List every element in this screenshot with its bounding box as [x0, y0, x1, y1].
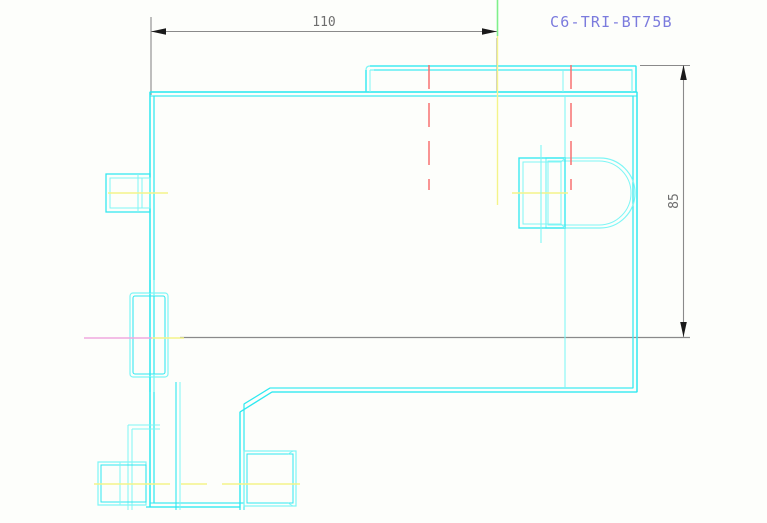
bottom-right-boss: [243, 450, 297, 507]
width-dimension-text: 110: [312, 15, 335, 30]
arrowhead-left-icon: [151, 28, 166, 35]
part-label: C6-TRI-BT75B: [550, 13, 673, 31]
arrowhead-bottom-icon: [680, 322, 687, 337]
geometry-layer: [97, 65, 638, 510]
main-body-outline: [127, 91, 638, 510]
arrowhead-top-icon: [680, 65, 687, 80]
height-dimension: 85: [180, 64, 690, 339]
arrowhead-right-icon: [482, 28, 497, 35]
height-dimension-text: 85: [667, 193, 682, 209]
hidden-lines-layer: [428, 65, 572, 190]
centerlines-layer: [84, 36, 568, 485]
width-dimension: 110: [150, 15, 498, 95]
top-raised-boss: [365, 65, 637, 92]
left-mid-flange: [129, 280, 169, 392]
